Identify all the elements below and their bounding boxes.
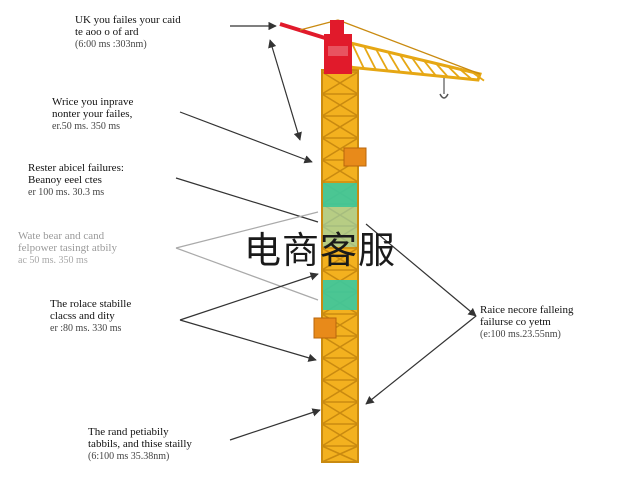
arrow-a1-down [268, 39, 302, 141]
arrow-a5-1 [179, 272, 319, 321]
mast-brace [321, 137, 359, 161]
annotation-a7-line-2: tabbils, and thise stailly [88, 438, 192, 451]
arrow-a6-2 [365, 315, 477, 405]
jib-brace [363, 45, 377, 71]
attachment-box-lower [313, 317, 337, 339]
arrow-a4-1 [175, 211, 319, 249]
arrow-a5-2 [179, 319, 317, 362]
annotation-a1-line-2: te aoo o of ard [75, 26, 139, 39]
annotation-upper-left: Wrice you inprave nonter your failes, er… [52, 96, 133, 132]
annotation-a3-sub: er 100 ms. 30.3 ms [28, 186, 105, 198]
annotation-a2-line-1: Wrice you inprave [52, 96, 134, 108]
mast-section-highlight-mid [322, 207, 358, 247]
mast-brace [321, 71, 359, 95]
annotation-a2-line-2: nonter your failes, [52, 108, 133, 121]
jib-brace [459, 68, 473, 81]
arrow-a4-2 [175, 247, 319, 301]
annotation-a6-line-1: Raice necore falleing [480, 304, 574, 316]
annotation-a4-sub: ac 50 ms. 350 ms [18, 254, 88, 266]
callout-arrows [175, 21, 477, 441]
annotation-right: Raice necore falleing failurse co yetm (… [480, 304, 573, 340]
arrow-a3 [175, 177, 319, 223]
jib-brace [411, 57, 425, 76]
annotation-a3-line-1: Rester abicel failures: [28, 162, 124, 174]
annotation-a7-line-1: The rand petiabily [88, 426, 169, 438]
attachment-box-upper [343, 147, 367, 167]
annotation-bottom-left: The rand petiabily tabbils, and thise st… [88, 426, 192, 462]
annotation-a1-sub: (6:00 ms :303nm) [75, 38, 147, 50]
mast-brace [321, 247, 359, 271]
annotation-a5-sub: er :80 ms. 330 ms [50, 322, 122, 334]
mast-section-highlight-upper [322, 183, 358, 207]
crane-jib [279, 19, 485, 99]
mast-brace [321, 445, 359, 463]
annotation-a6-line-2: failurse co yetm [480, 316, 551, 329]
annotation-top-left: UK you failes your caid te aoo o of ard … [75, 14, 181, 50]
watermark-text: 电商客服 [244, 229, 396, 272]
annotation-a4-line-1: Wate bear and cand [18, 230, 105, 242]
jib-brace [447, 65, 461, 79]
annotation-a6-sub: (e:100 ms.23.55nm) [480, 328, 561, 340]
mast-brace [321, 379, 359, 403]
jib-brace [399, 54, 413, 74]
annotation-a1-line-1: UK you failes your caid [75, 14, 181, 26]
annotation-faded-left: Wate bear and cand felpower tasingt atbi… [18, 230, 117, 266]
jib-brace [387, 51, 401, 73]
jib-brace [375, 48, 389, 72]
annotation-a5-line-1: The rolace stabille [50, 298, 132, 310]
mast-brace [321, 423, 359, 447]
annotation-a3-line-2: Beanoy eeel ctes [28, 174, 102, 187]
annotation-middle-left: Rester abicel failures: Beanoy eeel ctes… [28, 162, 124, 198]
mast-section-highlight-lower [322, 280, 358, 310]
annotation-a2-sub: er.50 ms. 350 ms [52, 120, 121, 132]
arrow-a2 [179, 111, 313, 164]
annotation-a5-line-2: clacss and dity [50, 310, 115, 323]
arrow-a7 [229, 408, 321, 441]
jib-brace [423, 60, 437, 77]
jib-brace [471, 71, 485, 82]
jib-brace [435, 62, 449, 78]
arrow-a6-1 [365, 223, 477, 317]
annotation-a4-line-2: felpower tasingt atbily [18, 242, 117, 255]
annotation-lower-left: The rolace stabille clacss and dity er :… [50, 298, 131, 334]
annotation-a7-sub: (6:100 ms 35.38nm) [88, 450, 170, 462]
mast-brace [321, 401, 359, 425]
jib-brace [351, 42, 365, 69]
mast-brace [321, 115, 359, 139]
mast-brace [321, 93, 359, 117]
crane-cab [324, 20, 352, 74]
mast-brace [321, 335, 359, 359]
mast-brace [321, 357, 359, 381]
